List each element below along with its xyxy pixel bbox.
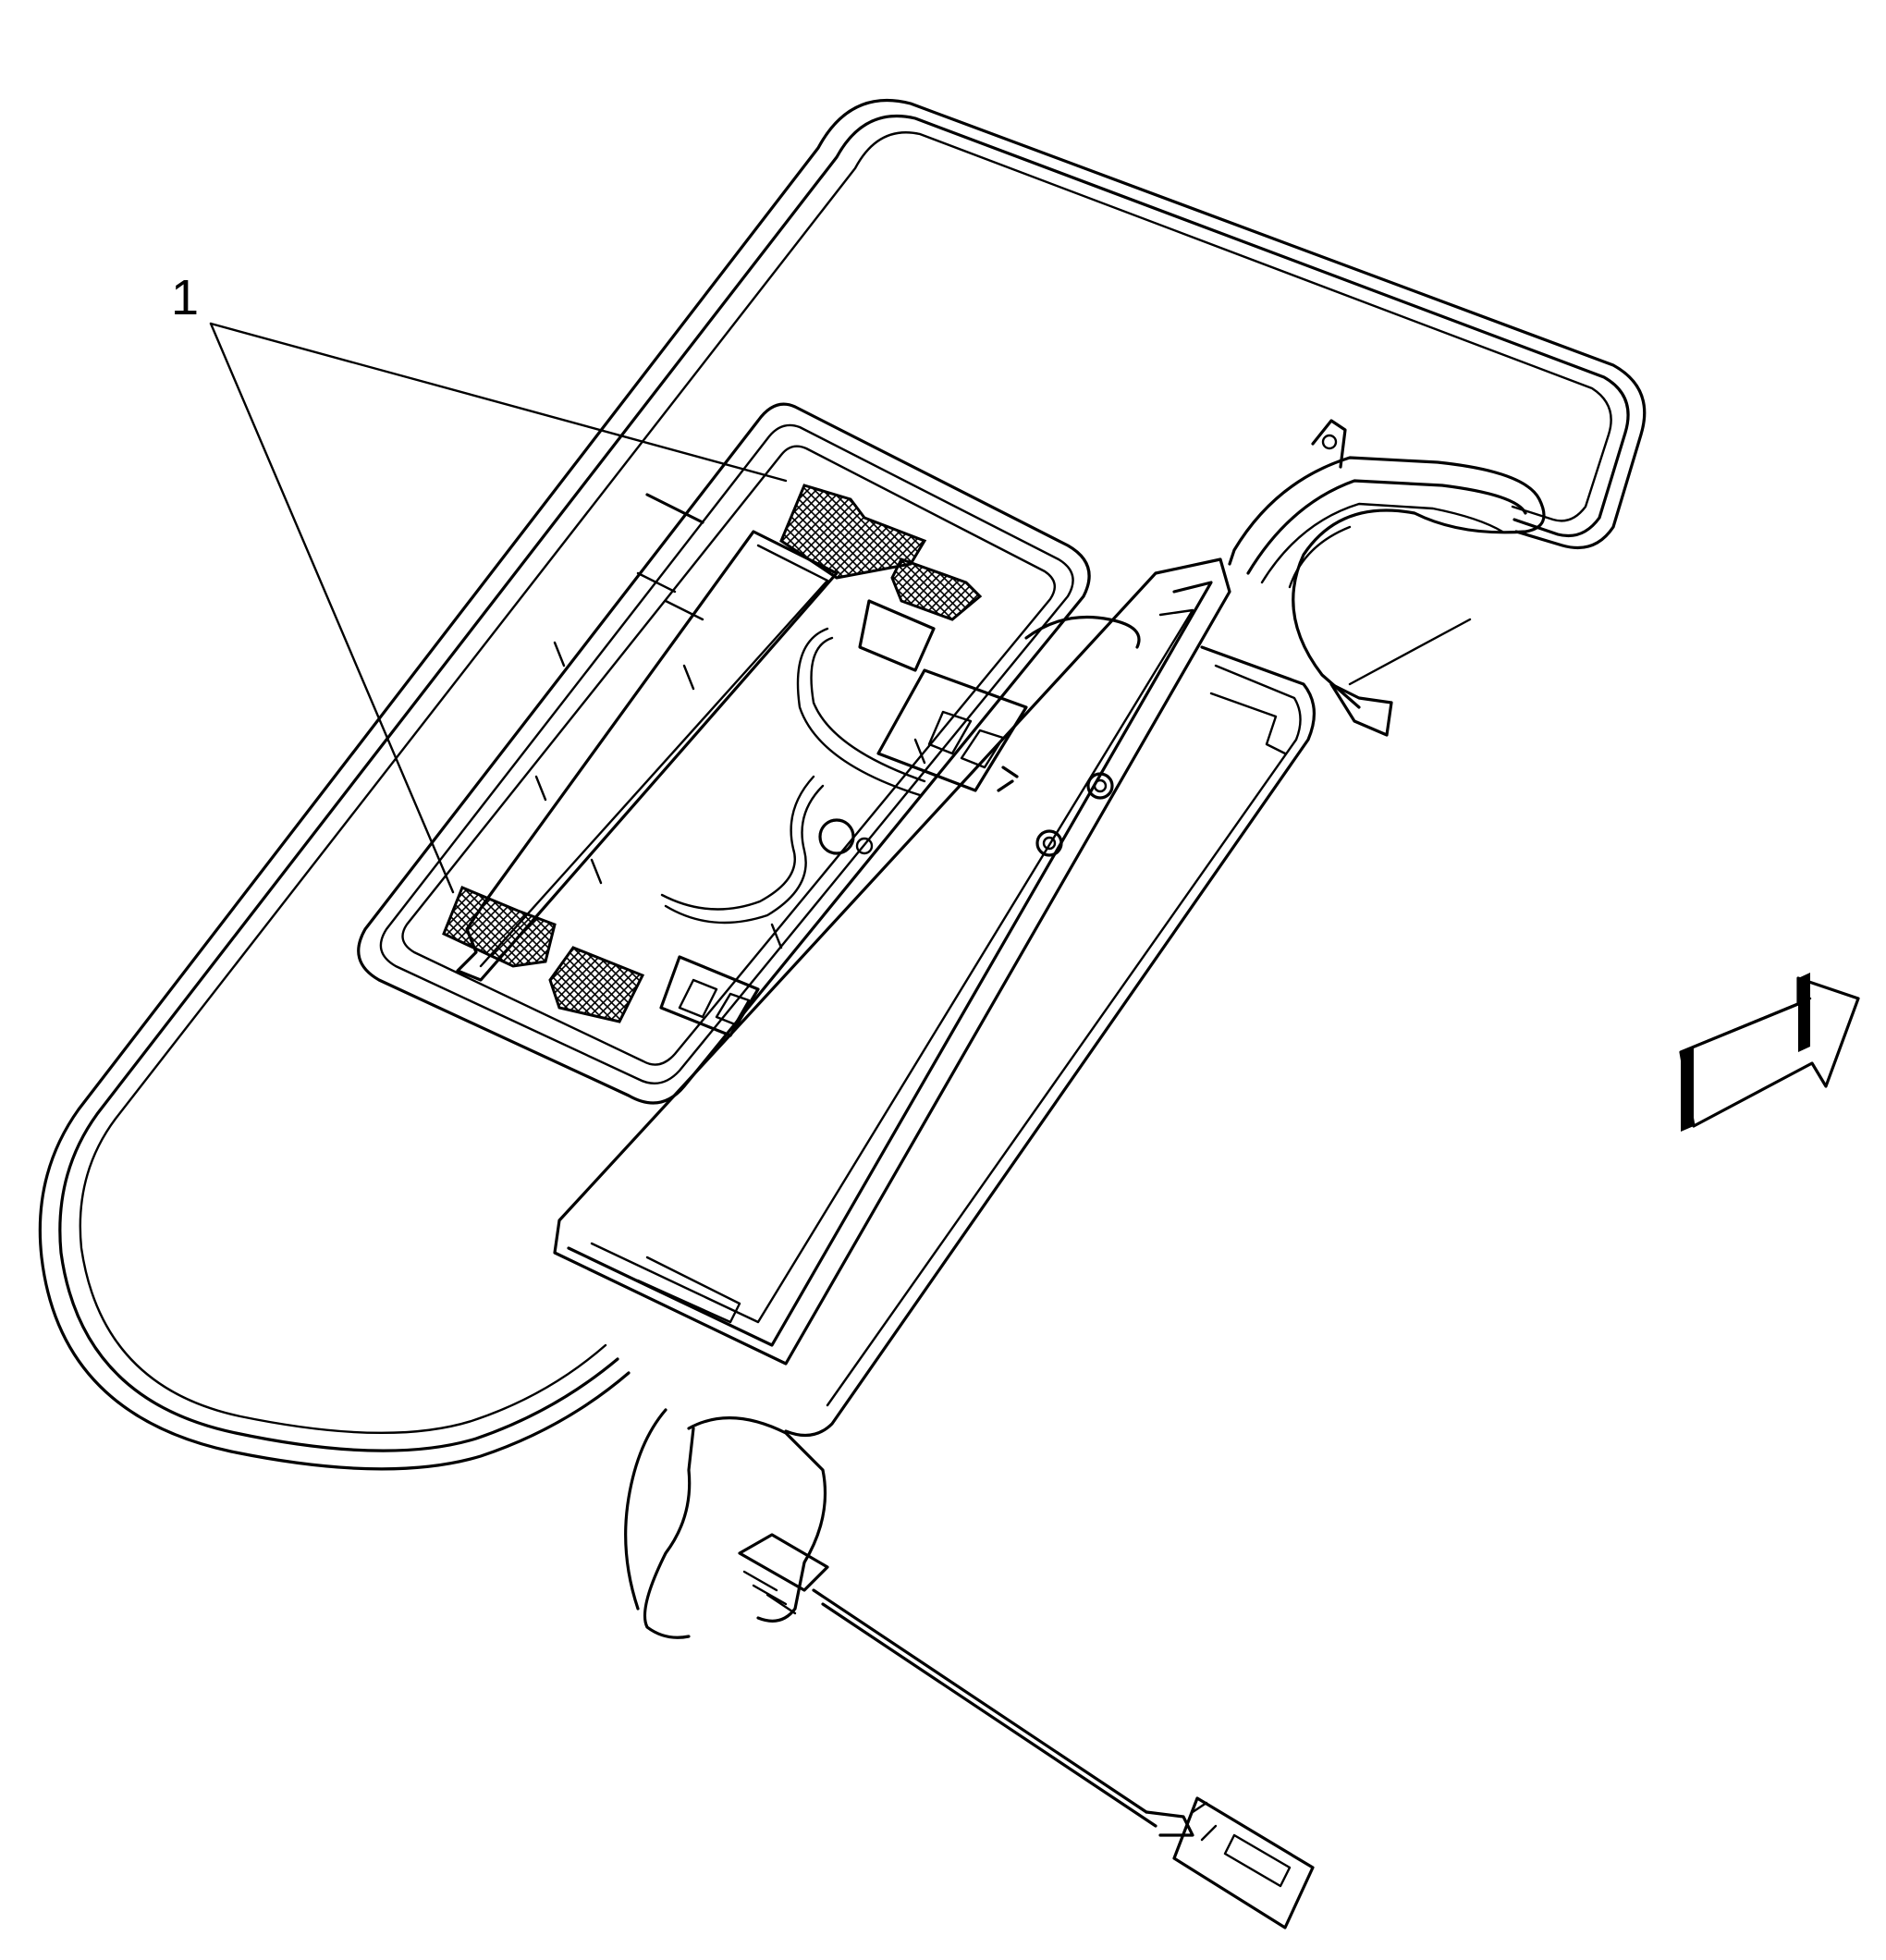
contact-pads [442,484,983,1023]
contact-pad-lower-left [442,886,557,968]
mirror-frame [357,402,1091,1105]
wire-harness [624,1408,1315,1929]
lamp-harness [534,571,1028,1037]
mirror-cover [553,557,1317,1438]
pivot-arm [1228,419,1546,737]
front-direction-arrow-icon [1679,973,1860,1132]
contact-pad-lower-right [548,946,645,1023]
callout-1-leaders [209,322,788,894]
callout-1-label: 1 [171,270,199,325]
sunvisor-outline [38,99,1647,1471]
contact-pad-upper-right [890,557,983,621]
contact-pad-upper-left [779,484,927,580]
